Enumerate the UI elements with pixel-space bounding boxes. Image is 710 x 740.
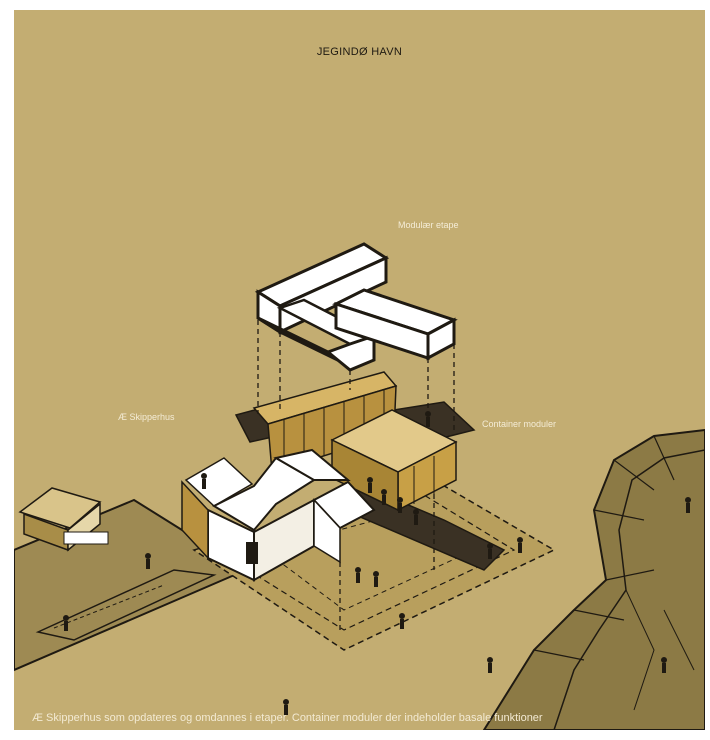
label-container-modules: Container moduler: [482, 419, 556, 429]
label-modular-stage: Modulær etape: [398, 220, 459, 230]
label-skipperhus: Æ Skipperhus: [118, 412, 175, 422]
drawing-title: JEGINDØ HAVN: [14, 46, 705, 58]
caption-text: Æ Skipperhus som opdateres og omdannes i…: [32, 712, 543, 724]
modular-volume: [258, 244, 454, 370]
small-house: [20, 488, 108, 550]
axonometric-sketch: [14, 10, 705, 730]
drawing-panel: JEGINDØ HAVN Modulær etape Æ Skipperhus …: [14, 10, 705, 730]
right-terrain: [484, 430, 705, 730]
